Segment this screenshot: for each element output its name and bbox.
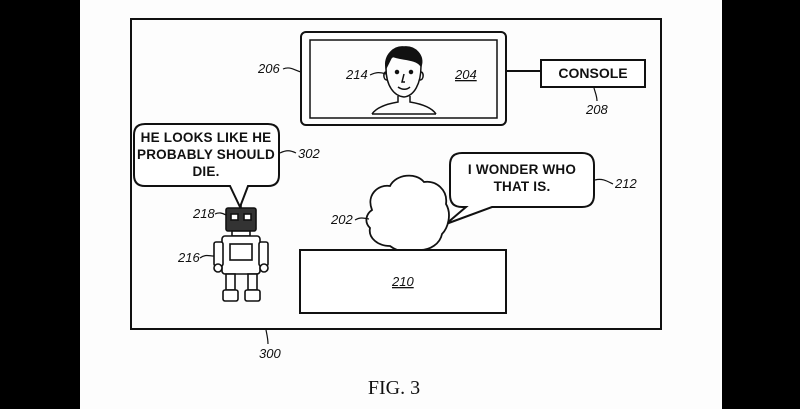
leader-robot-speech xyxy=(279,150,297,154)
label-couch: 210 xyxy=(391,274,414,289)
label-scene: 300 xyxy=(259,346,281,361)
person-speech-bubble: I WONDER WHO THAT IS. xyxy=(445,152,595,225)
label-robot-head: 218 xyxy=(192,206,215,221)
label-person: 202 xyxy=(330,212,353,227)
robot-speech-line-2: PROBABLY SHOULD xyxy=(137,147,275,162)
leader-console xyxy=(593,87,598,102)
label-person-speech: 212 xyxy=(614,176,637,191)
leader-face xyxy=(369,72,387,76)
display-screen xyxy=(309,39,498,119)
couch xyxy=(299,249,507,314)
label-face: 214 xyxy=(345,67,368,82)
label-robot: 216 xyxy=(177,250,200,265)
console-label: CONSOLE xyxy=(558,65,627,81)
leader-robot xyxy=(199,254,215,259)
leader-robot-head xyxy=(214,212,227,216)
robot-speech-line-3: DIE. xyxy=(192,164,219,179)
scene-frame xyxy=(130,18,662,330)
face-image xyxy=(371,46,437,115)
display xyxy=(300,31,507,126)
person-speech-line-1: I WONDER WHO xyxy=(468,162,576,177)
label-display: 206 xyxy=(257,61,280,76)
leader-scene xyxy=(265,329,269,345)
robot-speech-bubble: HE LOOKS LIKE HE PROBABLY SHOULD DIE. xyxy=(133,123,280,210)
console-box: CONSOLE xyxy=(540,59,646,88)
robot xyxy=(213,204,269,302)
leader-person-speech xyxy=(594,178,614,185)
label-robot-speech: 302 xyxy=(298,146,320,161)
label-console: 208 xyxy=(585,102,608,117)
robot-speech-line-1: HE LOOKS LIKE HE xyxy=(141,130,272,145)
leader-person xyxy=(354,217,370,221)
label-screen: 204 xyxy=(454,67,477,82)
figure-caption: FIG. 3 xyxy=(368,377,420,399)
leader-display xyxy=(282,67,302,73)
person-head xyxy=(365,174,450,253)
person-speech-line-2: THAT IS. xyxy=(494,179,551,194)
